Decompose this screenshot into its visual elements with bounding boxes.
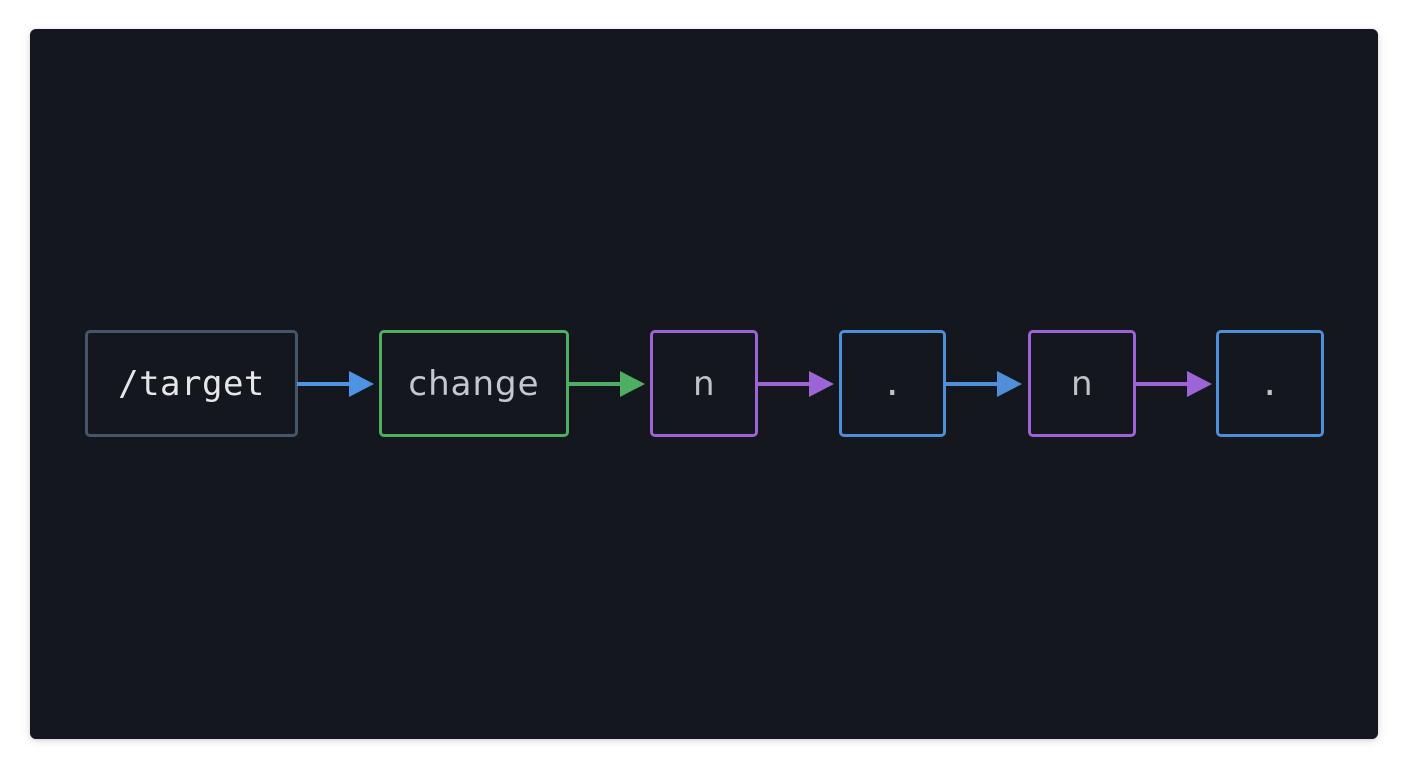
arrow-connector [1135,370,1216,398]
node-label: change [408,363,540,404]
node-label: . [882,363,903,404]
node-label: n [1070,363,1094,404]
node-label: /target [118,363,265,404]
arrow-connector [297,370,379,398]
arrow-connector [757,370,839,398]
node-change: change [379,330,569,437]
node-dot-1: . [839,330,946,437]
node-label: . [1259,363,1281,404]
arrow-connector [568,370,650,398]
node-n-1: n [650,330,758,437]
node-n-2: n [1028,330,1136,437]
arrow-connector [945,370,1028,398]
node-target: /target [85,330,298,437]
node-dot-2: . [1216,330,1324,437]
node-label: n [692,363,716,404]
